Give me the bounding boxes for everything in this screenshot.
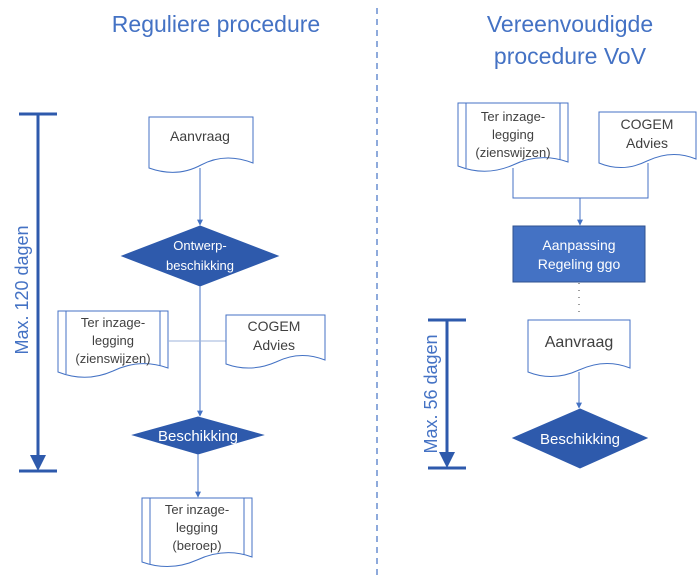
right-ti-line2: legging — [492, 127, 534, 142]
left-ontwerp-line1: Ontwerp- — [173, 238, 226, 253]
right-timeline-label: Max. 56 dagen — [421, 334, 441, 453]
right-aanpassing-line1: Aanpassing — [542, 237, 615, 253]
right-beschikking-label: Beschikking — [540, 431, 620, 448]
left-cogem-line2: Advies — [253, 337, 295, 353]
connector — [512, 163, 649, 199]
right-ter-inzage-zienswijzen: Ter inzage- legging (zienswijzen) — [457, 102, 569, 172]
right-aanpassing-line2: Regeling ggo — [538, 256, 621, 272]
right-title-line2: procedure VoV — [494, 43, 647, 69]
left-title: Reguliere procedure — [112, 11, 320, 37]
right-aanvraag-label: Aanvraag — [545, 334, 614, 351]
right-aanpassing-process: Aanpassing Regeling ggo — [512, 225, 646, 283]
left-timeline: Max. 120 dagen — [12, 112, 57, 473]
left-beschikking-label: Beschikking — [158, 428, 238, 445]
right-cogem-doc: COGEM Advies — [598, 111, 697, 168]
right-timeline: Max. 56 dagen — [421, 318, 466, 470]
left-beschikking-diamond: Beschikking — [131, 416, 265, 455]
left-tib-line1: Ter inzage- — [165, 502, 229, 517]
right-aanvraag-doc: Aanvraag — [527, 319, 631, 377]
left-tib-line2: legging — [176, 520, 218, 535]
left-aanvraag-doc: Aanvraag — [148, 116, 254, 173]
left-aanvraag-label: Aanvraag — [170, 128, 230, 144]
left-cogem-line1: COGEM — [248, 318, 301, 334]
right-beschikking-diamond: Beschikking — [511, 408, 649, 469]
left-timeline-label: Max. 120 dagen — [12, 225, 32, 354]
right-cogem-line1: COGEM — [621, 116, 674, 132]
left-ter-inzage-beroep: Ter inzage- legging (beroep) — [141, 497, 253, 567]
left-cogem-doc: COGEM Advies — [225, 314, 326, 369]
left-ontwerp-line2: beschikking — [166, 258, 234, 273]
left-ontwerp-diamond: Ontwerp- beschikking — [120, 225, 280, 287]
left-tib-line3: (beroep) — [172, 538, 221, 553]
left-ter-inzage-zienswijzen: Ter inzage- legging (zienswijzen) — [57, 310, 169, 378]
left-ti-line1: Ter inzage- — [81, 315, 145, 330]
right-cogem-line2: Advies — [626, 135, 668, 151]
right-ti-line1: Ter inzage- — [481, 109, 545, 124]
left-ti-line2: legging — [92, 333, 134, 348]
left-ti-line3: (zienswijzen) — [75, 351, 150, 366]
right-ti-line3: (zienswijzen) — [475, 145, 550, 160]
right-title-line1: Vereenvoudigde — [487, 11, 653, 37]
